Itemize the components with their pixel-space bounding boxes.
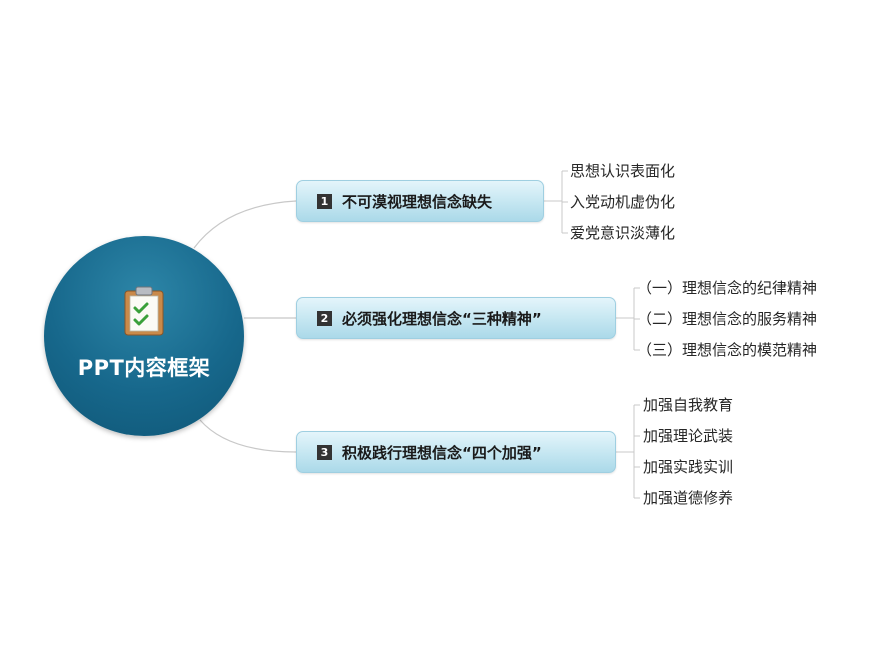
root-node[interactable]: PPT内容框架: [44, 236, 244, 436]
clipboard-check-icon: [124, 286, 164, 336]
leaf-item[interactable]: （一）理想信念的纪律精神: [637, 279, 818, 297]
leaf-item[interactable]: 加强道德修养: [643, 489, 734, 507]
branch-3[interactable]: 3 积极践行理想信念“四个加强”: [296, 431, 616, 473]
branch-label: 不可漠视理想信念缺失: [342, 192, 493, 211]
leaf-item[interactable]: 加强实践实训: [643, 458, 734, 476]
branch-1[interactable]: 1 不可漠视理想信念缺失: [296, 180, 544, 222]
branch-number-badge: 1: [317, 193, 332, 209]
branch-2[interactable]: 2 必须强化理想信念“三种精神”: [296, 297, 616, 339]
leaf-item[interactable]: （三）理想信念的模范精神: [637, 341, 818, 359]
root-title: PPT内容框架: [77, 356, 211, 380]
leaf-item[interactable]: 思想认识表面化: [570, 162, 676, 180]
leaf-item[interactable]: 加强自我教育: [643, 396, 734, 414]
leaf-item[interactable]: 入党动机虚伪化: [570, 193, 676, 211]
branch-label: 必须强化理想信念“三种精神”: [342, 309, 542, 328]
branch-number-badge: 2: [317, 310, 332, 326]
leaf-item[interactable]: （二）理想信念的服务精神: [637, 310, 818, 328]
leaf-item[interactable]: 爱党意识淡薄化: [570, 224, 676, 242]
branch-label: 积极践行理想信念“四个加强”: [342, 443, 542, 462]
leaf-item[interactable]: 加强理论武装: [643, 427, 734, 445]
branch-number-badge: 3: [317, 444, 332, 460]
